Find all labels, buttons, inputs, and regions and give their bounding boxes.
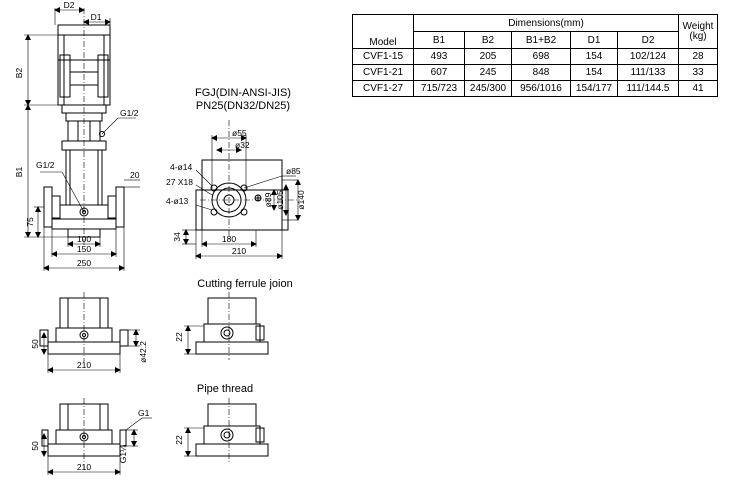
- label-slot-27x18: 27 X18: [166, 177, 193, 187]
- cell-b1: 715/723: [413, 80, 465, 97]
- label-bolt-4x13: 4-ø13: [166, 196, 188, 206]
- label-dim-210b: 210: [77, 462, 91, 472]
- header-d2: D2: [617, 31, 679, 49]
- label-phi55: ø55: [232, 128, 247, 138]
- label-dim-100: 100: [77, 234, 91, 244]
- label-dim-75: 75: [25, 217, 35, 227]
- flange-title-line2: PN25(DN32/DN25): [196, 100, 290, 112]
- cell-b1b2: 956/1016: [511, 80, 571, 97]
- label-phi89: ø89: [263, 192, 273, 207]
- cell-d1: 154/177: [570, 80, 618, 97]
- table-row: CVF1-27 715/723 245/300 956/1016 154/177…: [352, 80, 718, 97]
- pipe-side-view: [195, 403, 269, 457]
- cell-d1: 154: [570, 48, 618, 65]
- label-phi85: ø85: [286, 166, 301, 176]
- main-view-dimensions: [24, 7, 140, 271]
- label-dim-22a: 22: [174, 332, 184, 342]
- flange-dimensions: [182, 120, 301, 259]
- label-dim-210a: 210: [77, 360, 91, 370]
- header-weight: Weight (kg): [678, 14, 718, 49]
- pipe-side-dimensions: [184, 398, 230, 462]
- header-b1: B1: [413, 31, 465, 49]
- label-dim-150: 150: [77, 244, 91, 254]
- table-row: CVF1-21 607 245 848 154 111/133 33: [352, 64, 718, 81]
- label-g114: G1¼: [118, 444, 128, 463]
- pipe-front-dimensions: [41, 398, 152, 475]
- label-dim-210: 210: [232, 246, 246, 256]
- cell-b1: 607: [413, 64, 465, 81]
- header-b2: B2: [464, 31, 512, 49]
- flange-labels: ø55 ø32 4-ø14 27 X18 4-ø13 ø85 ø89 ø105 …: [166, 128, 306, 256]
- header-dimensions: Dimensions(mm): [413, 14, 679, 32]
- label-b1: B1: [14, 167, 24, 178]
- cell-b1b2: 848: [511, 64, 571, 81]
- cell-weight: 41: [678, 80, 718, 97]
- cutting-front-dimensions: [41, 292, 140, 373]
- cell-model: CVF1-27: [352, 80, 414, 97]
- cutting-ferrule-caption: Cutting ferrule joion: [197, 278, 292, 290]
- header-d1: D1: [570, 31, 618, 49]
- label-dim-22b: 22: [174, 435, 184, 445]
- label-dim-180: 180: [222, 234, 236, 244]
- cell-d2: 102/124: [617, 48, 679, 65]
- cell-b1b2: 698: [511, 48, 571, 65]
- label-d1: D1: [91, 12, 102, 22]
- cell-d2: 111/144.5: [617, 80, 679, 97]
- label-phi32: ø32: [235, 140, 250, 150]
- cell-b2: 245: [464, 64, 512, 81]
- label-g12-top: G1/2: [120, 108, 139, 118]
- label-b2: B2: [14, 68, 24, 79]
- main-view-labels: D2 D1 B2 B1 75 G1/2 G1/2 20 100 150 250: [14, 0, 140, 268]
- cell-b1: 493: [413, 48, 465, 65]
- header-weight-line1: Weight: [682, 20, 714, 32]
- table-subheader-row: B1 B2 B1+B2 D1 D2: [353, 31, 718, 49]
- header-b1b2: B1+B2: [511, 31, 571, 49]
- table-header-row: Model Dimensions(mm) Weight (kg): [352, 14, 718, 49]
- table-row: CVF1-15 493 205 698 154 102/124 28: [352, 48, 718, 65]
- label-d2: D2: [64, 0, 75, 10]
- label-dim-250: 250: [77, 258, 91, 268]
- cell-weight: 28: [678, 48, 718, 65]
- dimensions-table: Model Dimensions(mm) Weight (kg) B1 B2 B…: [352, 14, 718, 97]
- pipe-front-labels: 50 G1 G1¼ 210: [30, 408, 150, 472]
- header-model: Model: [352, 14, 414, 49]
- cell-b2: 245/300: [464, 80, 512, 97]
- label-g1: G1: [138, 408, 150, 418]
- label-dim-20: 20: [130, 170, 140, 180]
- label-dim-34: 34: [172, 232, 182, 242]
- cell-b2: 205: [464, 48, 512, 65]
- cell-d2: 111/133: [617, 64, 679, 81]
- label-dim-50a: 50: [30, 339, 40, 349]
- cell-weight: 33: [678, 64, 718, 81]
- cell-d1: 154: [570, 64, 618, 81]
- label-phi105: ø105: [275, 190, 285, 210]
- label-phi42: ø42.2: [138, 341, 148, 363]
- label-dim-50b: 50: [30, 441, 40, 451]
- label-phi140: ø140: [296, 190, 306, 210]
- cutting-front-labels: 50 ø42.2 210: [30, 339, 148, 370]
- cell-model: CVF1-21: [352, 64, 414, 81]
- header-weight-line2: (kg): [689, 30, 707, 42]
- label-g12-left: G1/2: [36, 160, 55, 170]
- pipe-thread-caption: Pipe thread: [197, 383, 253, 395]
- cell-model: CVF1-15: [352, 48, 414, 65]
- flange-title-line1: FGJ(DIN-ANSI-JIS): [195, 87, 291, 99]
- cutting-side-dimensions: [184, 292, 230, 360]
- cutting-side-view: [195, 297, 269, 355]
- label-bolt-4x14: 4-ø14: [170, 162, 192, 172]
